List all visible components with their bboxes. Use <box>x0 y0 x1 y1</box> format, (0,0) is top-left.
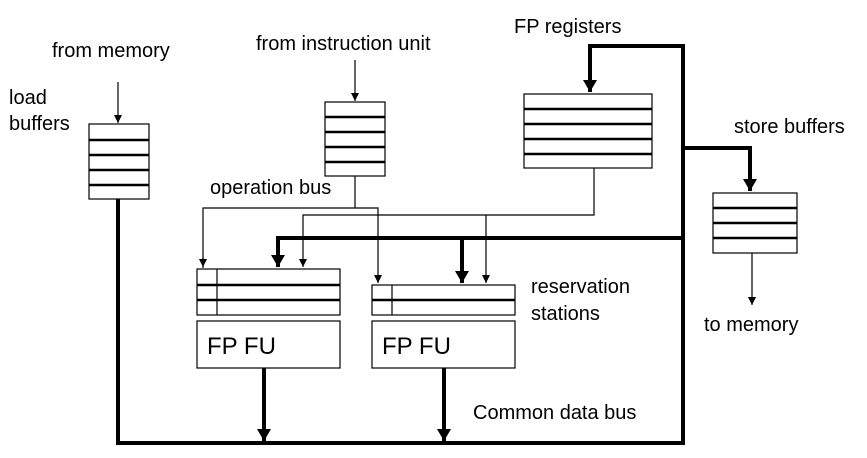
store-buffers-label: store buffers <box>734 116 845 138</box>
load-buffers-label-line1: load <box>9 87 47 109</box>
operation-bus <box>199 168 595 283</box>
from-memory-label: from memory <box>52 40 170 62</box>
load-buffers-label-line2: buffers <box>9 113 70 135</box>
from-instruction-unit-label: from instruction unit <box>256 33 431 55</box>
fp-registers-file <box>523 93 653 169</box>
operation-bus-label: operation bus <box>210 177 331 199</box>
fp-fu-left-box <box>196 320 341 369</box>
common-data-bus-label: Common data bus <box>473 402 636 424</box>
to-memory-label: to memory <box>704 314 798 336</box>
fp-registers-label: FP registers <box>514 16 621 38</box>
fp-fu-left-label: FP FU <box>207 333 276 360</box>
fp-fu-right-box <box>371 320 516 369</box>
reservation-station-left <box>196 268 341 316</box>
instruction-queue <box>324 101 386 177</box>
reservation-stations-label-line1: reservation <box>531 276 630 298</box>
reservation-station-right <box>371 284 516 316</box>
fp-fu-right-label: FP FU <box>382 333 451 360</box>
reservation-stations-label-line2: stations <box>531 303 600 325</box>
load-buffers <box>88 123 150 200</box>
store-buffers <box>712 192 798 254</box>
common-data-bus <box>116 44 757 445</box>
